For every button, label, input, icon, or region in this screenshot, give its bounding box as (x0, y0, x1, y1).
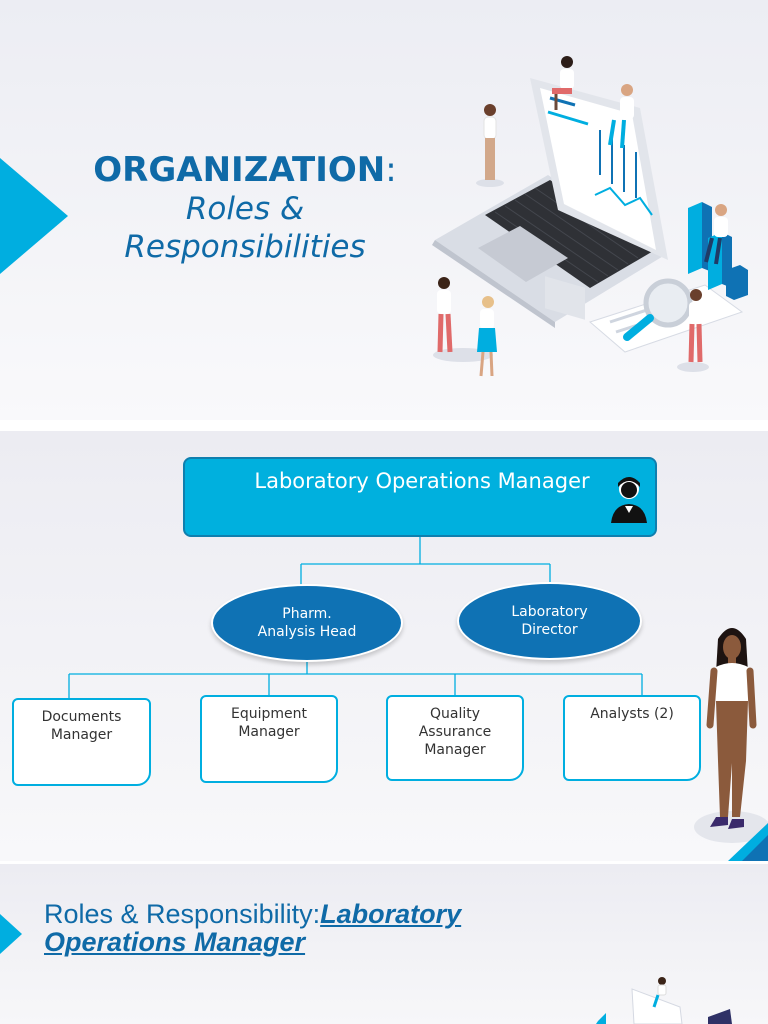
org-node-equipment-manager: Equipment Manager (200, 695, 338, 783)
org-node-quality-assurance-manager: Quality Assurance Manager (386, 695, 524, 781)
slide-separator (0, 861, 768, 864)
title-subtitle-line2: Responsibilities (124, 229, 366, 265)
org-node-line: Equipment (231, 706, 307, 722)
org-node-laboratory-director: Laboratory Director (457, 582, 642, 660)
person-manager-icon (611, 477, 647, 523)
org-node-line: Laboratory (511, 604, 588, 620)
org-node-line: Documents (41, 709, 122, 725)
accent-corner-triangle (728, 823, 768, 861)
org-node-documents-manager: Documents Manager (12, 698, 151, 786)
title-subtitle-line1: Roles & (185, 191, 305, 227)
title-emphasis-line2: Operations Manager (44, 927, 306, 957)
org-node-lab-operations-manager: Laboratory Operations Manager (183, 457, 657, 537)
org-node-label: Laboratory Operations Manager (254, 469, 590, 493)
org-node-line: Quality (429, 706, 481, 722)
title-organization: ORGANIZATION (93, 150, 386, 190)
slide-org-chart: Laboratory Operations Manager Pharm. Ana… (0, 431, 768, 861)
slide-separator (0, 420, 768, 431)
org-node-line: Assurance (418, 724, 492, 740)
laptop-team-illustration (432, 56, 748, 377)
accent-triangle (0, 914, 22, 954)
slide3-title: Roles & Responsibility:Laboratory Operat… (44, 900, 644, 956)
org-node-line: Director (521, 622, 578, 638)
title-emphasis-line1: Laboratory (320, 899, 462, 929)
org-node-line: Manager (238, 724, 300, 740)
org-node-pharm-analysis-head: Pharm. Analysis Head (211, 584, 403, 662)
slide-title-text: ORGANIZATION: Roles & Responsibilities (40, 150, 450, 266)
org-node-line: Analysis Head (257, 624, 357, 640)
title-plain: Roles & Responsibility: (44, 899, 321, 929)
org-node-line: Manager (424, 742, 486, 758)
org-chart-connectors (68, 537, 643, 699)
slide-roles-responsibility: Roles & Responsibility:Laboratory Operat… (0, 864, 768, 1024)
slide-title: ORGANIZATION: Roles & Responsibilities (0, 0, 768, 420)
org-node-line: Analysts (2) (590, 706, 674, 722)
title-colon: : (385, 150, 397, 190)
org-node-line: Pharm. (282, 606, 332, 622)
org-node-line: Manager (50, 727, 113, 743)
partial-laptop-illustration (596, 977, 732, 1024)
org-node-analysts: Analysts (2) (563, 695, 701, 781)
woman-standing-illustration (694, 628, 768, 843)
accent-triangle (0, 158, 68, 274)
